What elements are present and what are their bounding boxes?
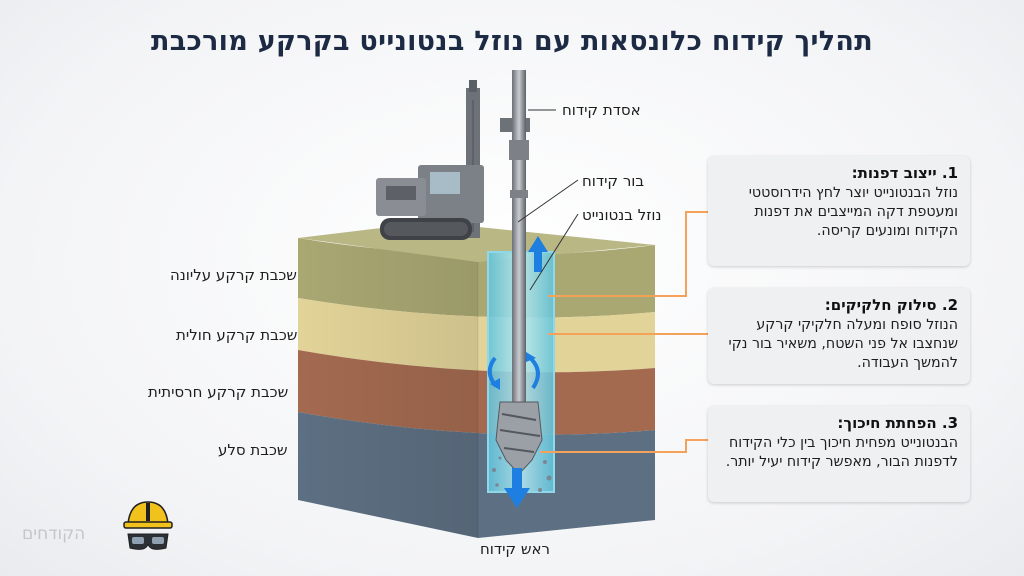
card-heading: 3. הפחתת חיכוך: xyxy=(837,414,958,432)
drill-string xyxy=(495,70,543,475)
label-pointers xyxy=(517,109,579,291)
card-text: הבנטונייט מפחית חיכוך בין כלי הקידוח לדפ… xyxy=(725,435,958,470)
card-heading: 1. ייצוב דפנות: xyxy=(851,164,958,182)
flow-arrows xyxy=(487,236,548,508)
card-text: הנוזל סופח ומעלה חלקיקי קרקע שנחצבו אל פ… xyxy=(728,317,958,371)
drilling-rig xyxy=(376,80,530,240)
soil-block xyxy=(298,222,655,538)
brand-logo xyxy=(123,501,173,550)
card-text: נוזל הבנטונייט יוצר לחץ הידרוסטטי ומעטפת… xyxy=(748,185,958,239)
label-borehole: בור קידוח xyxy=(582,172,645,190)
label-drill-head: ראש קידוח xyxy=(480,540,550,558)
label-layer-rock: שכבת סלע xyxy=(218,441,288,459)
card-wall-stabilization: 1. ייצוב דפנות: נוזל הבנטונייט יוצר לחץ … xyxy=(708,156,970,266)
card-friction-reduction: 3. הפחתת חיכוך: הבנטונייט מפחית חיכוך בי… xyxy=(708,406,970,502)
leader-lines xyxy=(540,211,708,453)
label-bentonite-fluid: נוזל בנטונייט xyxy=(582,206,662,224)
cuttings xyxy=(492,456,552,492)
card-heading: 2. סילוק חלקיקים: xyxy=(824,296,958,314)
label-layer-topsoil: שכבת קרקע עליונה xyxy=(170,266,297,284)
label-layer-clay: שכבת קרקע חרסיתית xyxy=(148,383,289,401)
arrow-up xyxy=(528,236,548,272)
page-title: תהליך קידוח כלונסאות עם נוזל בנטונייט בק… xyxy=(151,26,873,57)
label-rig: אסדת קידוח xyxy=(562,101,641,119)
card-particle-removal: 2. סילוק חלקיקים: הנוזל סופח ומעלה חלקיק… xyxy=(708,288,970,384)
brand-name: הקודחים xyxy=(22,524,86,544)
arrow-down xyxy=(504,468,530,508)
label-layer-sand: שכבת קרקע חולית xyxy=(176,326,298,344)
